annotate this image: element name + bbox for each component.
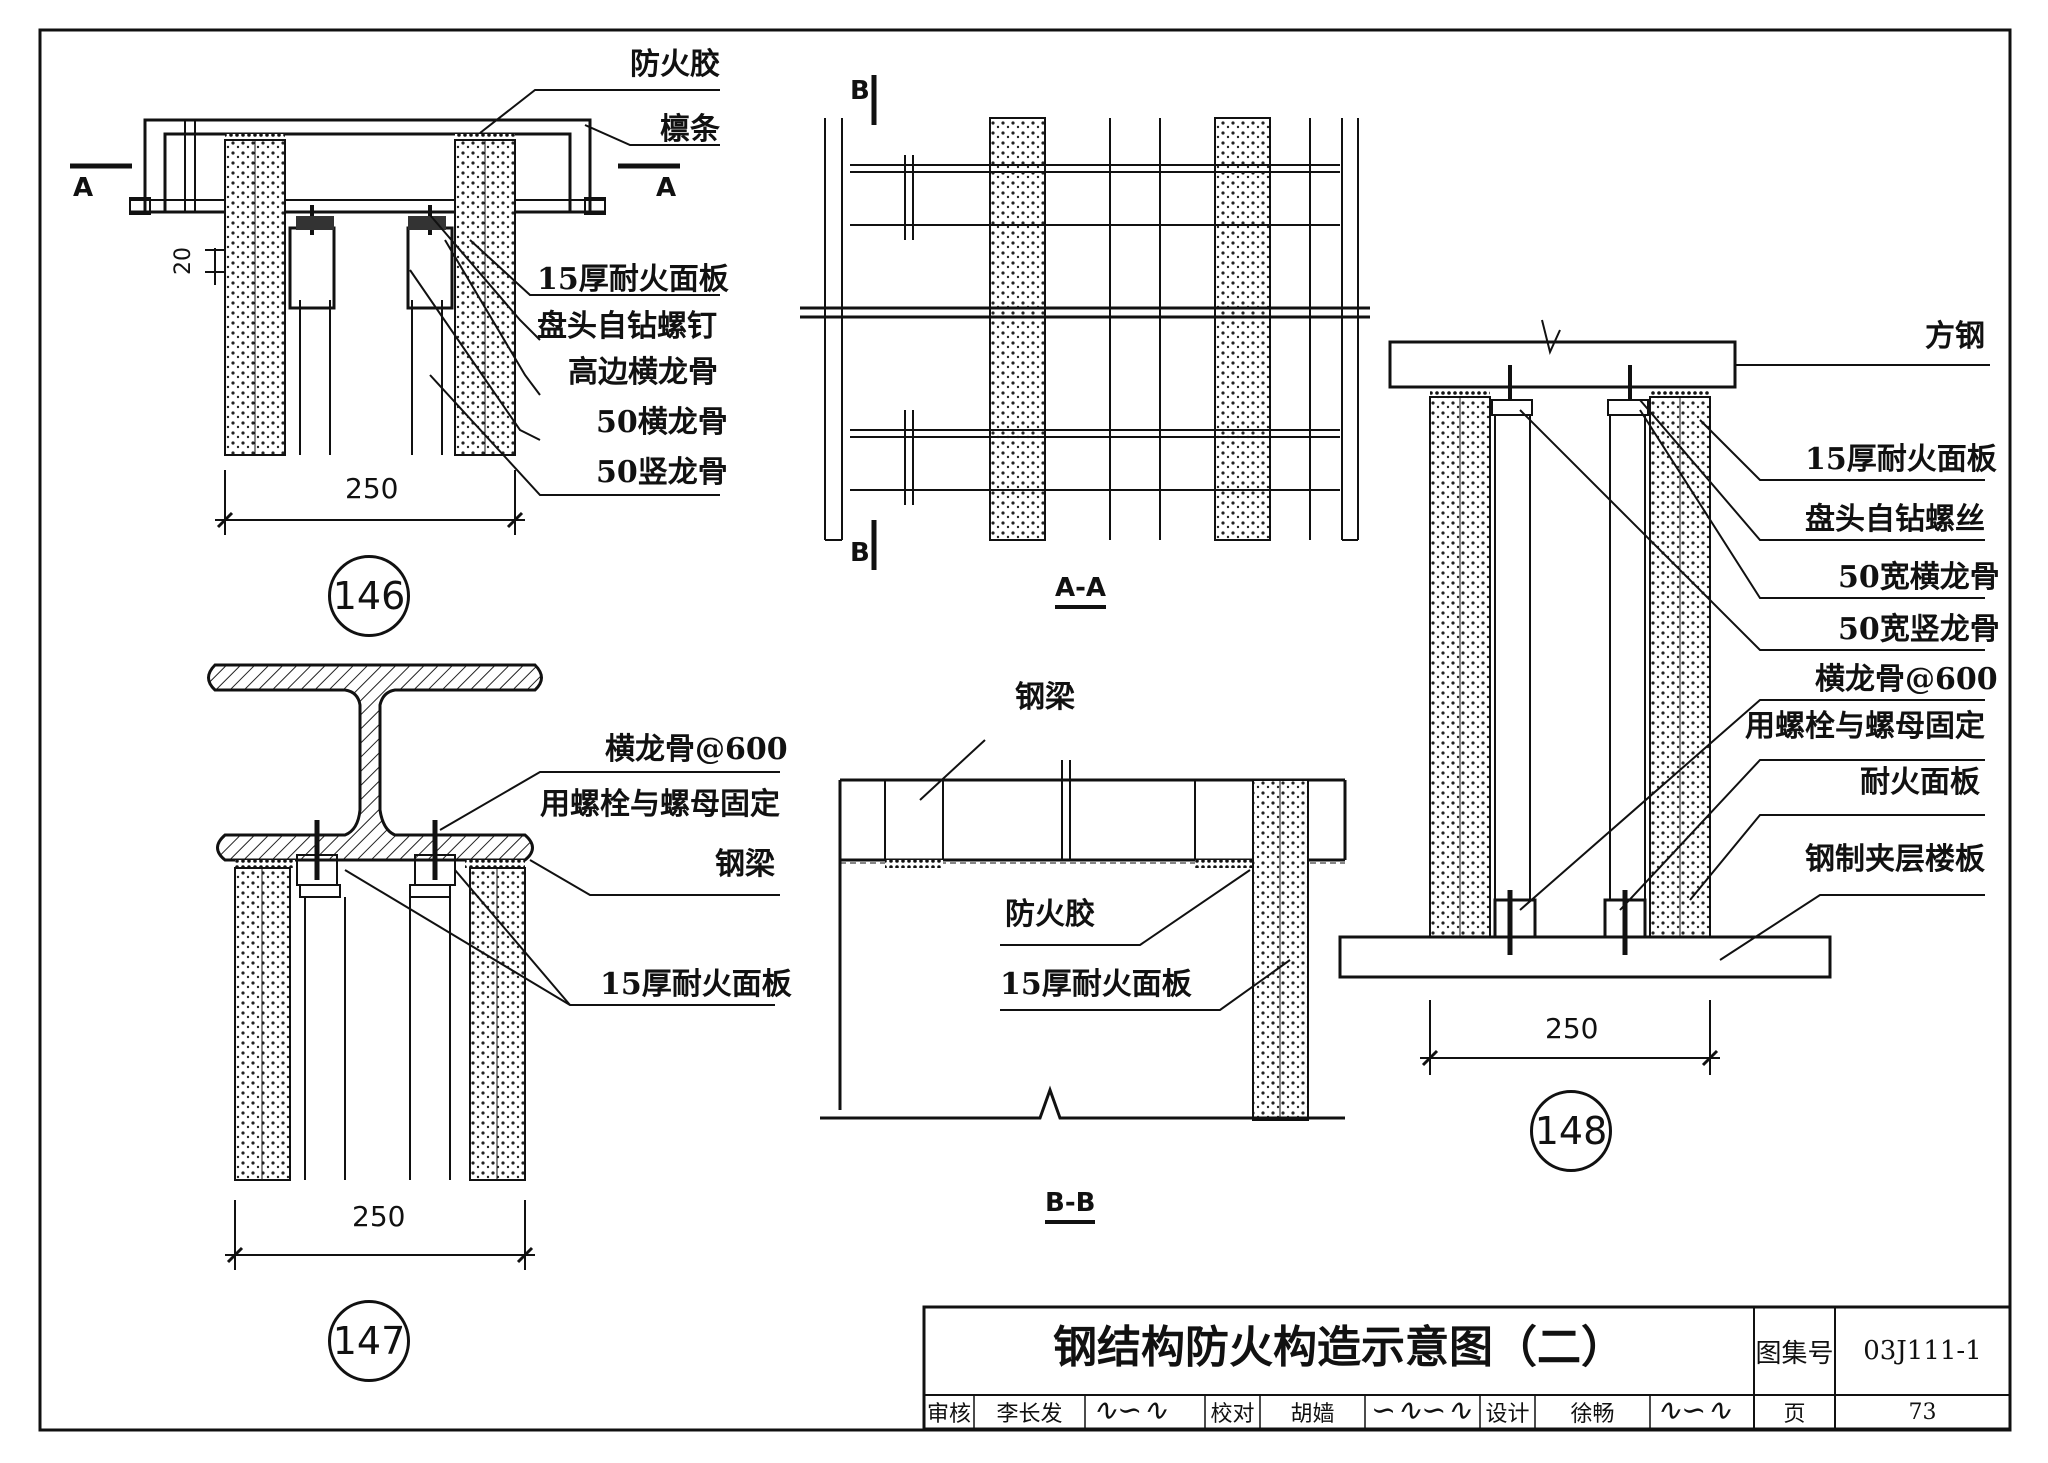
label-screw-146: 盘头自钻螺钉 bbox=[537, 309, 717, 344]
title-block-grid bbox=[922, 1305, 2012, 1431]
label-purlin: 檩条 bbox=[660, 112, 720, 147]
detail-148-number: 148 bbox=[1530, 1090, 1612, 1172]
designer-signature: ∿∽∿ bbox=[1656, 1393, 1732, 1428]
label-stud-50w: 50宽竖龙骨 bbox=[1838, 612, 2000, 647]
label-board-15-147: 15厚耐火面板 bbox=[600, 967, 792, 1002]
detail-146-drawing bbox=[70, 89, 720, 535]
section-a-a-drawing bbox=[800, 75, 1370, 570]
label-fire-glue-146: 防火胶 bbox=[630, 47, 720, 82]
label-mezz-floor: 钢制夹层楼板 bbox=[1805, 842, 1985, 877]
detail-148-drawing bbox=[1338, 319, 1990, 1075]
label-board-15-bb: 15厚耐火面板 bbox=[1000, 967, 1192, 1002]
design-label: 设计 bbox=[1485, 1402, 1530, 1427]
reviewer-name: 李长发 bbox=[996, 1402, 1063, 1427]
label-high-edge-runner: 高边横龙骨 bbox=[568, 355, 718, 390]
label-runner-50: 50横龙骨 bbox=[596, 405, 728, 440]
dim-250-148: 250 bbox=[1545, 1012, 1599, 1045]
label-fire-board-148: 耐火面板 bbox=[1860, 765, 1980, 800]
section-mark-b-top: B bbox=[850, 76, 870, 106]
page-number: 73 bbox=[1908, 1399, 1937, 1425]
label-steel-beam-147: 钢梁 bbox=[715, 847, 775, 882]
label-fire-glue-bb: 防火胶 bbox=[1005, 897, 1095, 932]
designer-name: 徐畅 bbox=[1570, 1402, 1615, 1427]
drawing-title: 钢结构防火构造示意图（二） bbox=[1053, 1322, 1625, 1373]
label-square-steel: 方钢 bbox=[1925, 319, 1985, 354]
page-label: 页 bbox=[1783, 1402, 1806, 1427]
atlas-label: 图集号 bbox=[1755, 1338, 1834, 1369]
label-screw-148: 盘头自钻螺丝 bbox=[1805, 502, 1985, 537]
label-bolt-fix-148: 用螺栓与螺母固定 bbox=[1745, 709, 1985, 744]
title-block: 钢结构防火构造示意图（二） 图集号 03J111-1 审核 李长发 ∿∽∿ 校对… bbox=[924, 1307, 2010, 1429]
label-bolt-fix-147: 用螺栓与螺母固定 bbox=[540, 787, 780, 822]
checker-signature: ∽∿∽∿ bbox=[1371, 1393, 1472, 1428]
section-b-b-drawing bbox=[820, 739, 1347, 1121]
dim-250-146: 250 bbox=[345, 472, 399, 505]
atlas-number: 03J111-1 bbox=[1863, 1336, 1982, 1366]
detail-147-number: 147 bbox=[328, 1300, 410, 1382]
detail-146-number: 146 bbox=[328, 555, 410, 637]
section-mark-b-bottom: B bbox=[850, 538, 870, 568]
label-stud-50: 50竖龙骨 bbox=[596, 455, 728, 490]
label-board-15-146: 15厚耐火面板 bbox=[537, 262, 729, 297]
reviewer-signature: ∿∽∿ bbox=[1092, 1393, 1168, 1428]
section-mark-a-left: A bbox=[73, 173, 94, 203]
review-label: 审核 bbox=[926, 1402, 971, 1427]
label-runner-50w: 50宽横龙骨 bbox=[1838, 560, 2000, 595]
label-board-15-148: 15厚耐火面板 bbox=[1805, 442, 1997, 477]
checker-name: 胡嫱 bbox=[1290, 1402, 1335, 1427]
detail-147-drawing bbox=[207, 663, 780, 1270]
dim-20: 20 bbox=[171, 247, 196, 275]
dim-250-147: 250 bbox=[352, 1200, 406, 1233]
label-steel-beam-bb: 钢梁 bbox=[1015, 680, 1075, 715]
label-runner-600-148: 横龙骨@600 bbox=[1815, 662, 1998, 697]
section-title-a-a: A-A bbox=[1055, 575, 1107, 609]
label-runner-600-147: 横龙骨@600 bbox=[605, 732, 788, 767]
check-label: 校对 bbox=[1210, 1402, 1255, 1427]
section-title-b-b: B-B bbox=[1045, 1190, 1096, 1224]
section-mark-a-right: A bbox=[656, 173, 677, 203]
